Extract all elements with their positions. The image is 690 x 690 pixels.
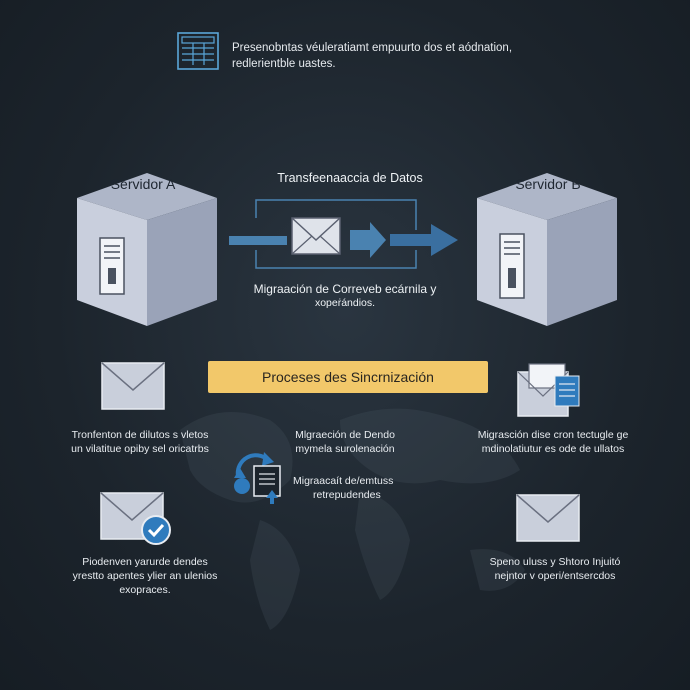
envelope-icon [101,362,165,410]
server-rack-icon [499,233,525,299]
caption-top-center: Mlgraeción de Dendo mymela surolenación [295,429,395,455]
arrow-right-icon [390,224,458,256]
transfer-bar-left [229,236,287,245]
checkmark-icon [141,515,171,545]
world-map-backdrop [180,408,525,630]
transfer-title: Transfeenaaccia de Datos [277,171,423,185]
envelope-icon [291,217,341,255]
envelope-icon [100,492,171,545]
server-a-label: Servidor A [110,176,176,192]
caption-top-right: Migrasción dise cron tectugle ge mdinola… [477,429,629,455]
database-table-icon [177,32,219,70]
server-b-cube [477,173,617,326]
caption-top-left: Tronfenton de dilutos s vletos un vilati… [71,429,209,455]
transfer-subtitle: Migraación de Correveb ecárnila y xopeṙá… [253,282,437,309]
header-description: Presenobntas véuleratiamt empuurto dos e… [232,42,513,70]
envelope-icon [516,494,580,542]
sync-icon [234,452,281,504]
caption-bottom-right: Speno uluss y Shtoro Injuitó nejntor v o… [489,556,621,582]
arrow-right-icon [350,222,386,258]
document-icon [517,363,580,417]
sync-process-banner: Proceses des Sincrnización [208,361,488,393]
server-a-cube [77,173,217,326]
server-rack-icon [99,237,125,295]
caption-middle: Migraacaít de/emtuss retrepudendes [293,475,394,501]
transfer-flow [229,199,458,269]
caption-bottom-left: Piodenven yarurde dendes yrestto apentes… [72,556,218,596]
document-icon [253,465,281,497]
server-b-label: Servidor B [515,176,581,192]
